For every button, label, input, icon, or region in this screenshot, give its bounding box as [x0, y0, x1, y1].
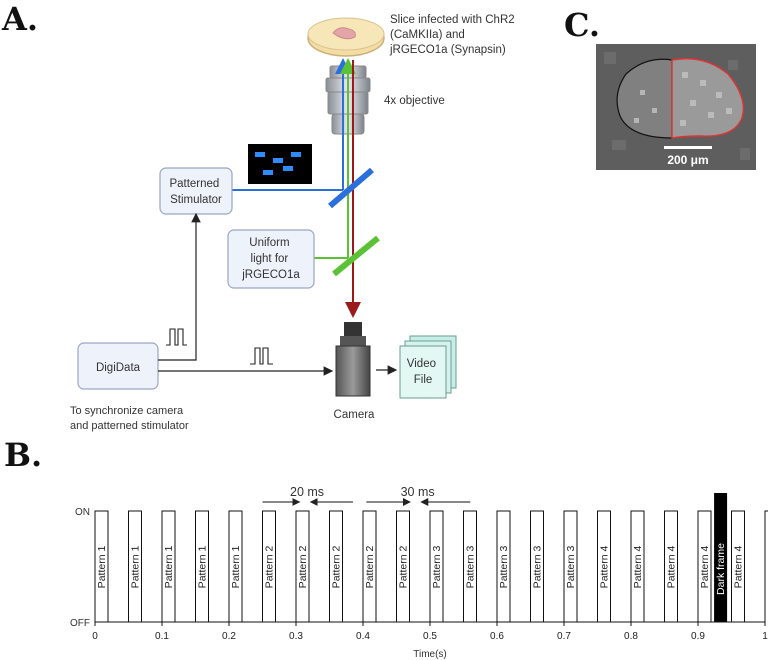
pulse — [664, 510, 678, 622]
pulse-label: Pattern 3 — [565, 546, 577, 589]
x-tick-label: 0.2 — [222, 631, 236, 642]
pulse — [396, 510, 410, 622]
pulse — [429, 510, 444, 622]
dark-frame-bar — [714, 493, 728, 622]
pulse-label: Pattern 4 — [733, 546, 745, 589]
x-tick-label: 0.9 — [691, 631, 705, 642]
pulse — [697, 510, 712, 622]
pulse-label: Pattern 2 — [331, 546, 343, 589]
pulse-label: Pattern 1 — [96, 546, 108, 589]
pulse — [161, 510, 176, 622]
dark-frame-label: Dark frame — [715, 543, 727, 595]
pulse — [228, 510, 243, 622]
sync-note: To synchronize camera and patterned stim… — [70, 405, 189, 432]
pulse-label: Pattern 1 — [230, 546, 242, 589]
interval-30ms-label: 30 ms — [401, 485, 435, 499]
pulse-label: Pattern 1 — [163, 546, 175, 589]
video-file-icon — [399, 335, 457, 399]
pulse — [128, 510, 142, 622]
pulse — [295, 510, 310, 622]
pulse-label: Pattern 3 — [465, 546, 477, 589]
pulse — [463, 510, 477, 622]
brain-slice-icon — [332, 27, 356, 40]
x-tick-label: 1 — [762, 631, 768, 642]
blue-dichroic-mirror — [328, 167, 374, 209]
x-tick-label: 0.3 — [289, 631, 303, 642]
pulse — [195, 510, 209, 622]
panel-label-c: C. — [564, 6, 600, 44]
petri-dish — [307, 17, 385, 57]
pulse-label: Pattern 4 — [666, 546, 678, 589]
interval-20ms-label: 20 ms — [290, 485, 324, 499]
pulse — [563, 510, 578, 622]
pulse-label: Pattern 3 — [498, 546, 510, 589]
camera-label: Camera — [334, 409, 376, 421]
x-axis-label: Time(s) — [413, 649, 447, 660]
x-tick-label: 0.8 — [624, 631, 638, 642]
scale-bar — [664, 146, 712, 149]
camera-icon — [335, 322, 371, 397]
x-tick-label: 0.4 — [356, 631, 370, 642]
panel-label-b: B. — [4, 436, 42, 474]
uniform-light-label: Uniform light for jRGECO1a — [241, 237, 300, 281]
digidata-label: DigiData — [96, 362, 141, 374]
pulse-label: Pattern 2 — [297, 546, 309, 589]
x-tick-label: 0.5 — [423, 631, 437, 642]
uniform-light-box — [227, 229, 315, 289]
pulse-label: Pattern 3 — [431, 546, 443, 589]
pulse-label: Pattern 4 — [699, 546, 711, 589]
pulse — [94, 510, 109, 622]
pulse-label: Pattern 3 — [532, 546, 544, 589]
slice-region-left — [616, 58, 673, 139]
pulse-train-icon — [166, 328, 187, 346]
x-tick-label: 0.1 — [155, 631, 169, 642]
objective-label: 4x objective — [384, 95, 445, 107]
pulse-label: Pattern 2 — [264, 546, 276, 589]
patterned-stimulator-box — [159, 167, 233, 215]
pulse-train-icon — [250, 347, 273, 365]
pulse-timeline: Pattern 1 Pattern 1 Pattern 1 Pattern 1 Patt… — [92, 493, 768, 642]
trigger-line-stimulator — [158, 212, 201, 361]
pulse — [731, 510, 745, 622]
panel-label-a: A. — [1, 0, 38, 38]
x-tick-label: 0.6 — [490, 631, 504, 642]
pulse-label: Pattern 4 — [599, 546, 611, 589]
slice-label: Slice infected with ChR2 (CaMKIIa) and j… — [389, 14, 518, 56]
green-dichroic-mirror — [332, 235, 380, 277]
off-label: OFF — [70, 618, 90, 629]
micrograph — [596, 44, 756, 170]
pulse-label: Pattern 1 — [197, 546, 209, 589]
digidata-box — [77, 342, 159, 390]
video-file-label: Video File — [407, 358, 439, 386]
pulse — [362, 510, 377, 622]
scale-bar-label: 200 μm — [667, 153, 708, 167]
pulse-label: Pattern 1 — [130, 546, 142, 589]
pulse — [329, 510, 343, 622]
pulse-label: Pattern 2 — [364, 546, 376, 589]
pulse — [630, 510, 645, 622]
pulse-label: Pattern 2 — [398, 546, 410, 589]
slice-region-right — [671, 57, 745, 139]
pulse — [496, 510, 511, 622]
pulse — [597, 510, 611, 622]
patterned-stimulator-label: Patterned Stimulator — [169, 178, 222, 206]
on-label: ON — [75, 507, 90, 518]
pulse — [530, 510, 544, 622]
x-tick-label: 0.7 — [557, 631, 571, 642]
pulse — [262, 510, 276, 622]
x-tick-label: 0 — [92, 631, 98, 642]
pulse-label: Pattern 4 — [632, 546, 644, 589]
pattern-display-icon — [248, 144, 312, 184]
